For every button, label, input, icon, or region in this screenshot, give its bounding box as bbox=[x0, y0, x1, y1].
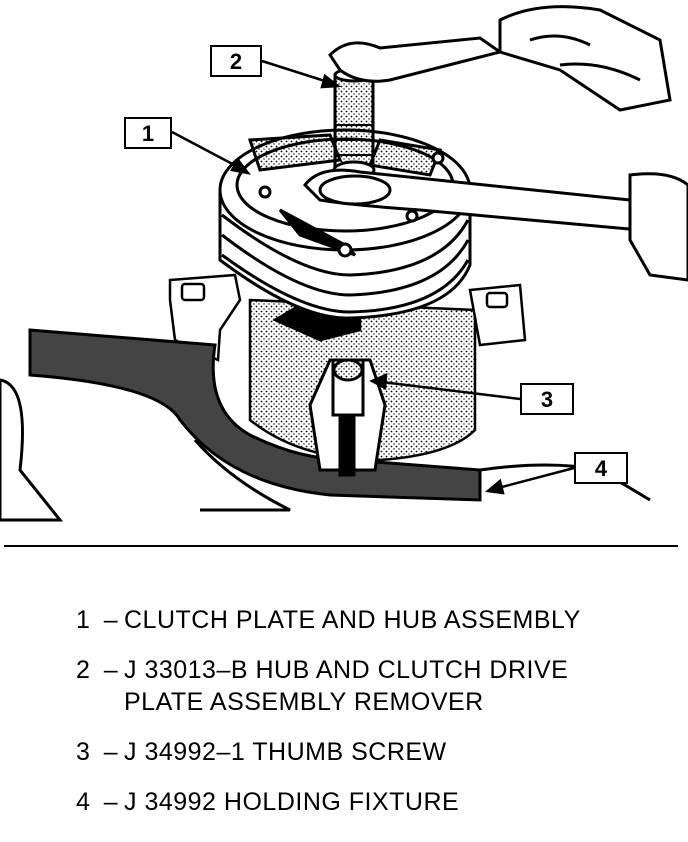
legend: 1 – CLUTCH PLATE AND HUB ASSEMBLY 2 – J … bbox=[76, 604, 676, 836]
callout-2-label: 2 bbox=[229, 49, 243, 74]
legend-item-number: 4 bbox=[76, 788, 91, 816]
legend-item-dash: – bbox=[103, 788, 119, 816]
callout-4: 4 bbox=[574, 452, 628, 484]
legend-item-text: J 33013–B HUB AND CLUTCH DRIVE PLATE ASS… bbox=[124, 656, 569, 716]
holding-fixture bbox=[28, 328, 482, 502]
legend-item-4: 4 – J 34992 HOLDING FIXTURE bbox=[76, 786, 676, 818]
callout-1: 1 bbox=[124, 117, 172, 149]
legend-item-2: 2 – J 33013–B HUB AND CLUTCH DRIVE PLATE… bbox=[76, 654, 676, 718]
legend-item-dash: – bbox=[103, 738, 119, 766]
legend-item-text: J 34992 HOLDING FIXTURE bbox=[124, 788, 460, 816]
remover-tool bbox=[332, 67, 376, 180]
legend-item-text: CLUTCH PLATE AND HUB ASSEMBLY bbox=[124, 606, 581, 634]
callout-1-label: 1 bbox=[141, 121, 155, 146]
legend-item-3: 3 – J 34992–1 THUMB SCREW bbox=[76, 736, 676, 768]
callout-4-label: 4 bbox=[594, 456, 608, 481]
divider-line bbox=[4, 545, 678, 547]
callout-3: 3 bbox=[520, 383, 574, 415]
legend-item-dash: – bbox=[103, 656, 119, 684]
leader-lines bbox=[171, 59, 575, 495]
legend-item-number: 3 bbox=[76, 738, 91, 766]
compressor-clutch-removal-illustration bbox=[0, 5, 688, 522]
legend-item-number: 2 bbox=[76, 656, 91, 684]
legend-item-text: J 34992–1 THUMB SCREW bbox=[124, 738, 447, 766]
legend-item-dash: – bbox=[103, 606, 119, 634]
legend-item-number: 1 bbox=[76, 606, 91, 634]
callout-2: 2 bbox=[210, 45, 262, 77]
legend-item-1: 1 – CLUTCH PLATE AND HUB ASSEMBLY bbox=[76, 604, 676, 636]
callout-3-label: 3 bbox=[540, 387, 554, 412]
thumb-screw bbox=[308, 358, 387, 477]
upper-wrench bbox=[328, 5, 672, 112]
lower-wrench bbox=[303, 168, 688, 282]
